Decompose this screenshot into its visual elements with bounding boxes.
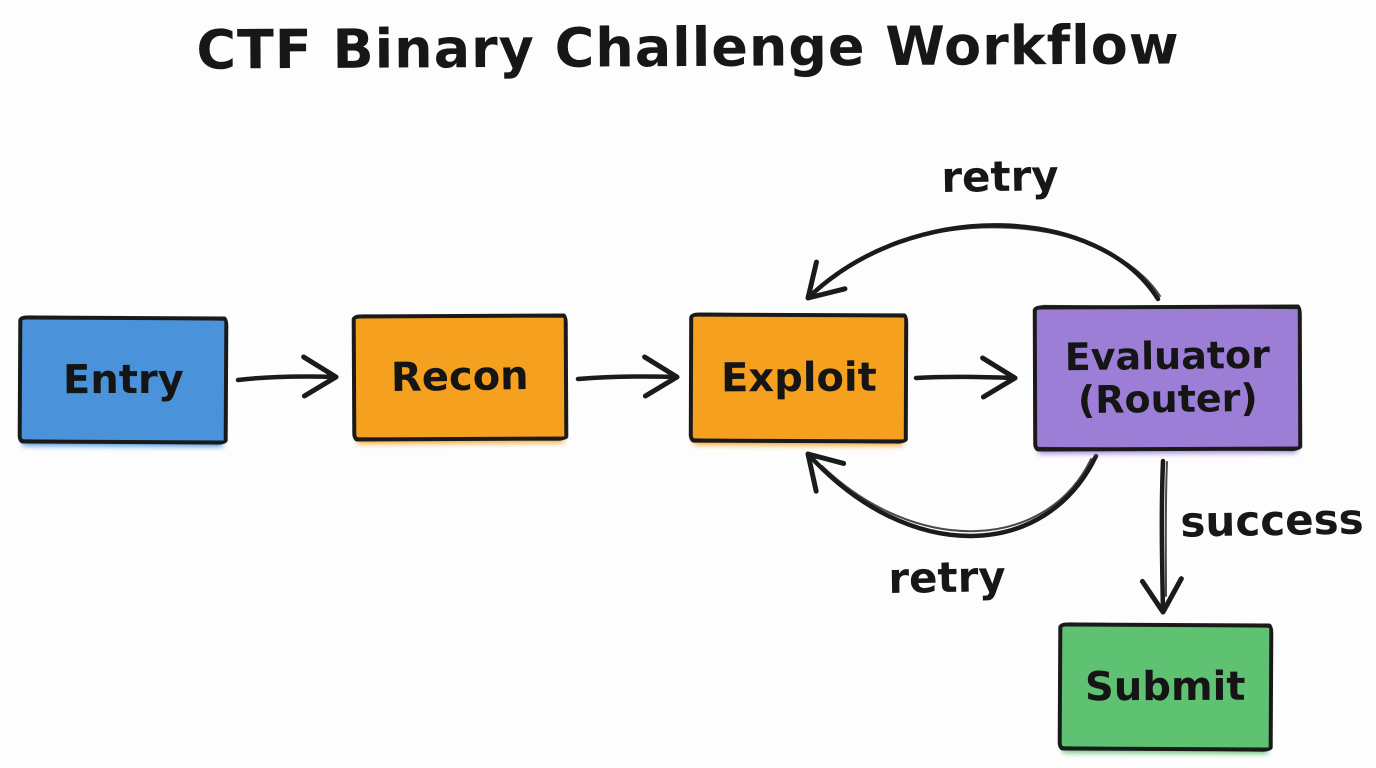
arrow-exploit-evaluator: [913, 355, 1018, 400]
arrow-success-sketch: [1164, 461, 1168, 597]
arrow-entry-recon: [235, 354, 339, 399]
diagram-title: CTF Binary Challenge Workflow: [196, 13, 1180, 82]
edge-label-retry-top: retry: [940, 150, 1060, 203]
arrow-retry-bottom: [805, 451, 1099, 539]
node-recon: Recon: [351, 313, 569, 442]
arrow-recon-exploit: [575, 354, 680, 399]
node-entry-label: Entry: [62, 356, 184, 403]
node-evaluator: Evaluator (Router): [1032, 304, 1303, 452]
node-exploit-label: Exploit: [720, 354, 877, 402]
node-submit: Submit: [1057, 622, 1274, 752]
node-evaluator-label-line2: (Router): [1077, 375, 1258, 423]
node-evaluator-label-line1: Evaluator: [1064, 333, 1271, 380]
node-recon-label: Recon: [390, 353, 530, 402]
arrow-success: [1139, 458, 1184, 615]
node-exploit: Exploit: [688, 312, 909, 444]
node-submit-label: Submit: [1085, 663, 1246, 710]
edge-label-success: success: [1179, 494, 1365, 547]
node-entry: Entry: [17, 315, 229, 445]
arrow-retry-top: [805, 223, 1161, 302]
arrow-retry-top-sketch: [833, 226, 1161, 297]
edge-label-retry-bottom: retry: [887, 551, 1007, 604]
arrow-retry-bottom-sketch: [821, 458, 1092, 533]
node-evaluator-label: Evaluator (Router): [1058, 333, 1276, 423]
